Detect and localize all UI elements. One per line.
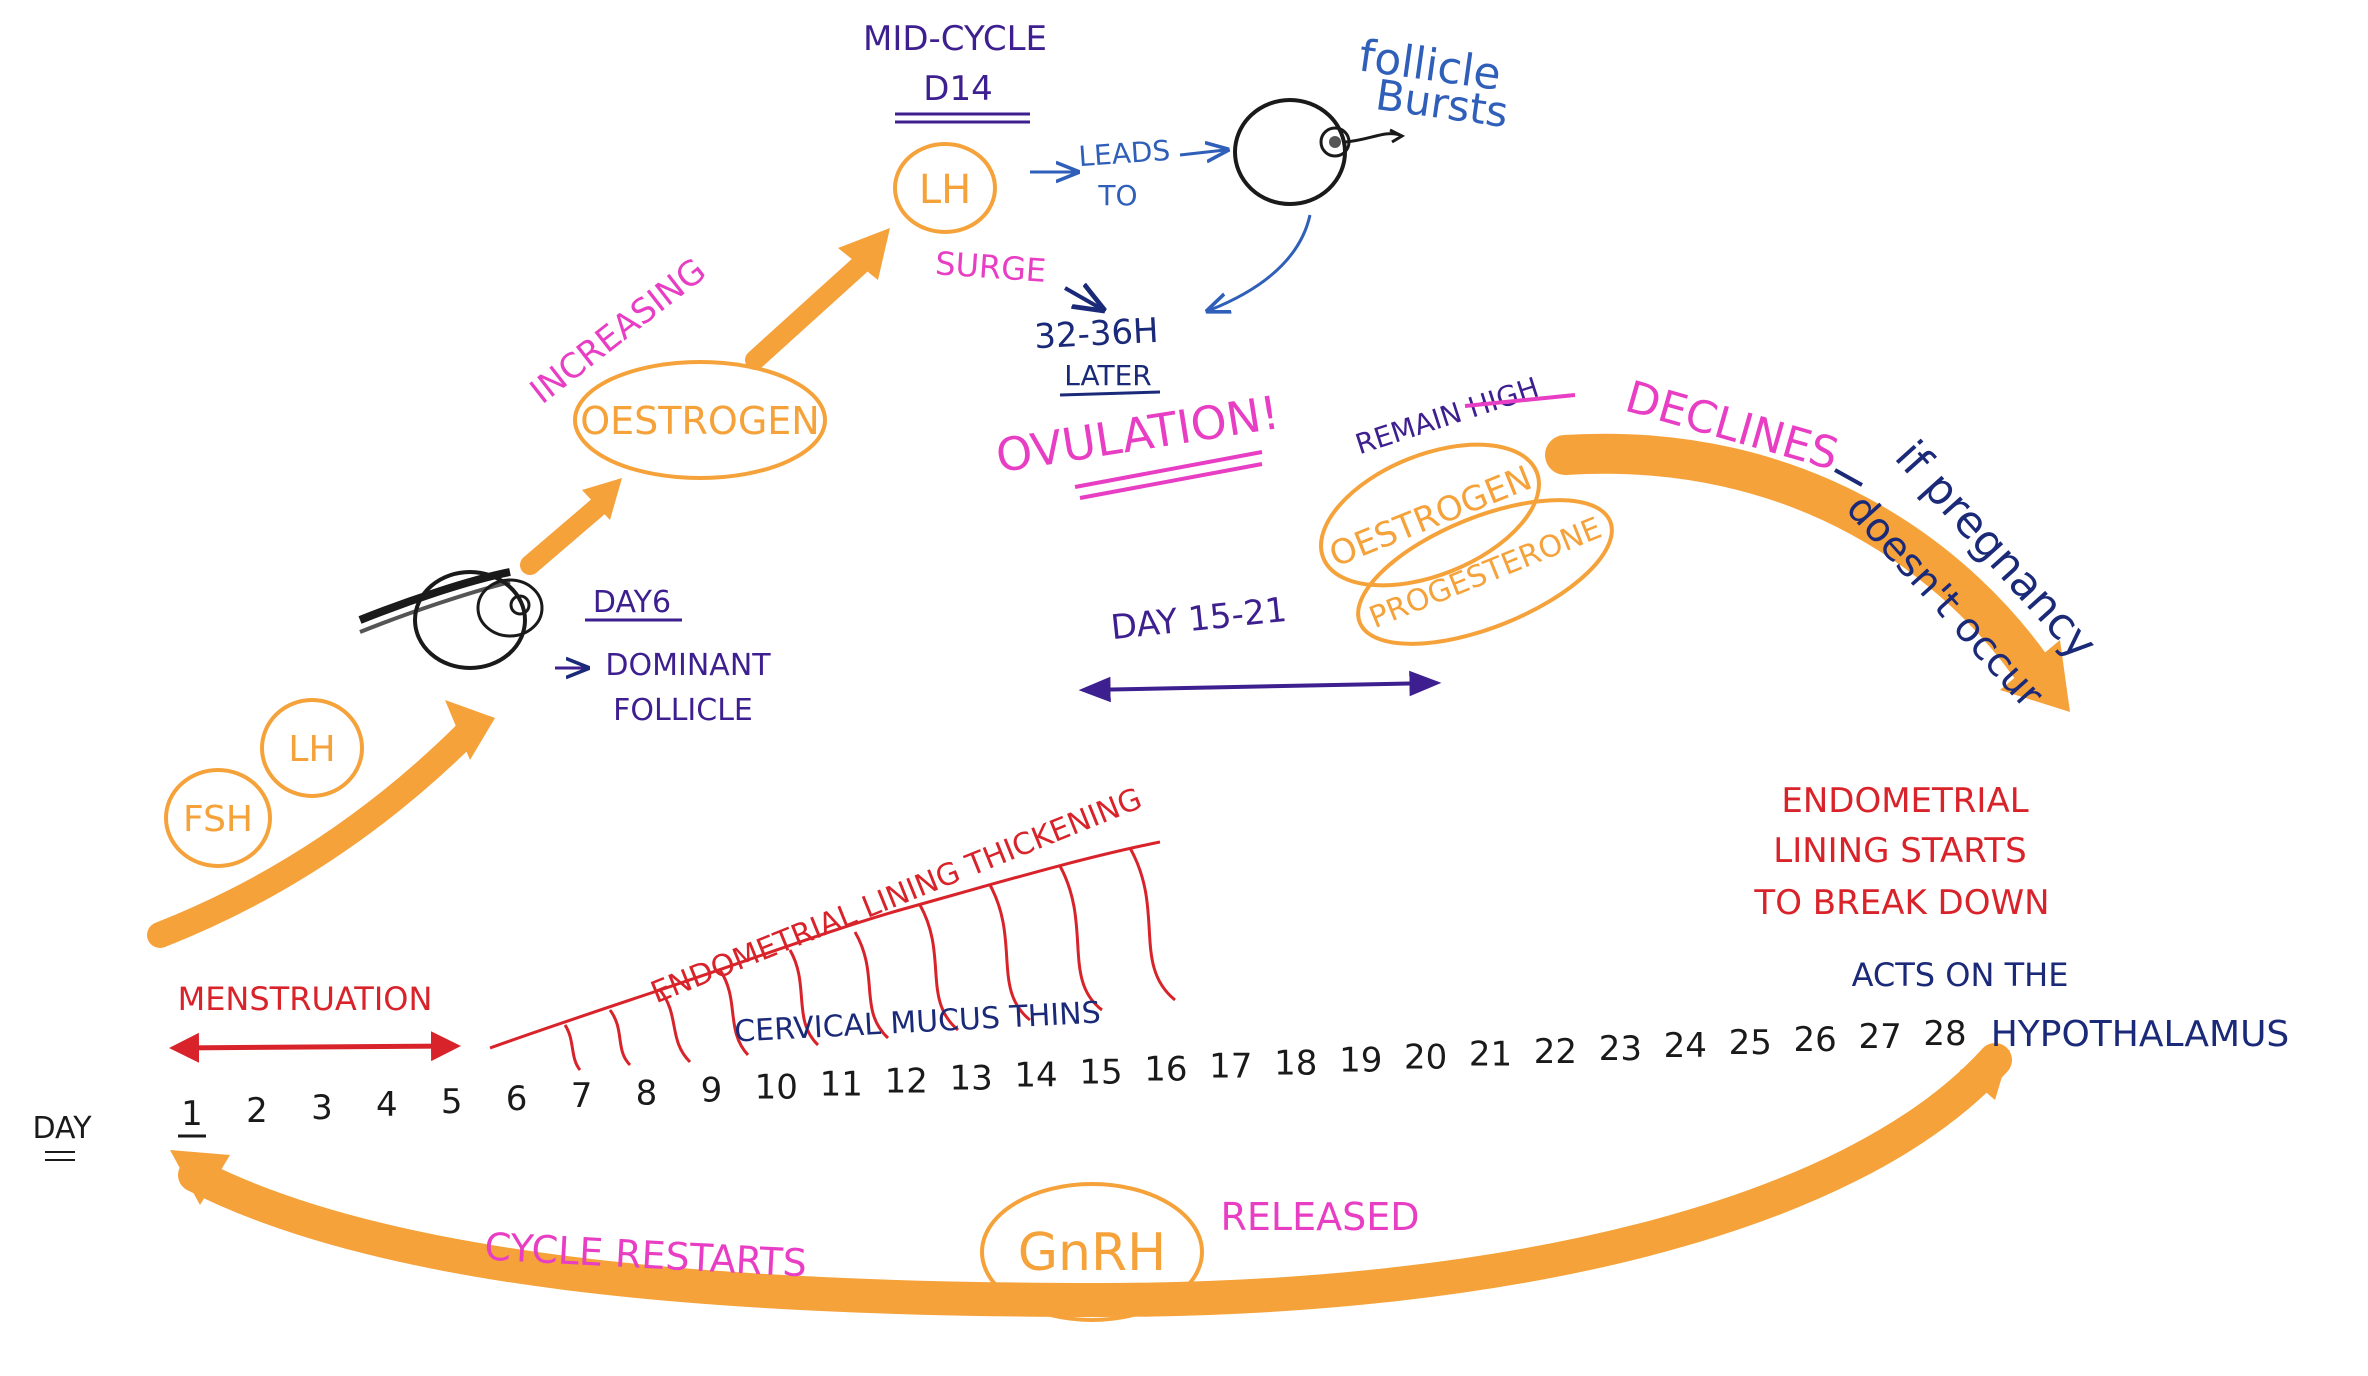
day-number-13: 13 <box>949 1058 992 1098</box>
day-number-25: 25 <box>1729 1023 1772 1063</box>
day-number-21: 21 <box>1469 1035 1512 1075</box>
day-number-17: 17 <box>1209 1047 1252 1087</box>
endo-break-3-label: TO BREAK DOWN <box>1753 883 2049 923</box>
day-number-1: 1 <box>181 1094 203 1134</box>
fsh-ellipse <box>164 768 272 868</box>
mid-cycle-label: MID-CYCLE <box>863 19 1047 59</box>
lh-left-label: LH <box>288 729 335 770</box>
day-number-18: 18 <box>1274 1044 1317 1084</box>
dominant-follicle-icon <box>358 568 544 670</box>
endometrial-lining-scribble <box>489 840 1176 1071</box>
oestrogen-to-lh-arrow <box>745 228 890 370</box>
dominant-label: DOMINANT <box>605 648 771 683</box>
d14-label: D14 <box>923 69 992 109</box>
day-number-28: 28 <box>1923 1014 1966 1054</box>
lh-top-ellipse <box>893 142 997 234</box>
day-number-7: 7 <box>571 1076 593 1116</box>
lh-left-ellipse <box>260 698 364 798</box>
menstruation-arrow <box>169 1031 461 1063</box>
oestrogen-left-ellipse <box>573 360 827 480</box>
day-number-14: 14 <box>1014 1056 1057 1096</box>
ovulation-underline-2 <box>1079 462 1263 500</box>
gnrh-ellipse <box>980 1182 1204 1322</box>
leads-label: LEADS <box>1077 134 1171 173</box>
menstruation-label: MENSTRUATION <box>178 980 433 1018</box>
acts-1-label: ACTS ON THE <box>1852 956 2069 994</box>
day-number-8: 8 <box>636 1073 658 1113</box>
day-number-19: 19 <box>1339 1041 1382 1081</box>
remain-high-underline <box>1464 393 1576 408</box>
hours-label: 32-36H <box>1033 311 1159 357</box>
fsh-lh-arrow <box>147 700 495 948</box>
lh-top-label: LH <box>919 167 971 213</box>
day-number-26: 26 <box>1793 1020 1836 1060</box>
oestrogen-left-label: OESTROGEN <box>580 399 819 443</box>
bursting-follicle-icon <box>1233 98 1406 206</box>
gnrh-label: GnRH <box>1018 1223 1166 1283</box>
day6-label: DAY6 <box>593 585 671 620</box>
surge-to-hours-arrow <box>1064 288 1100 308</box>
day-number-15: 15 <box>1079 1053 1122 1093</box>
day-number-16: 16 <box>1144 1050 1187 1090</box>
ovulation-underline <box>1074 450 1263 489</box>
day-number-12: 12 <box>885 1061 928 1101</box>
follicle-lower-label: FOLLICLE <box>613 693 753 728</box>
declines-arrow <box>1545 433 2070 712</box>
day-number-5: 5 <box>441 1082 463 1122</box>
acts-2-label: HYPOTHALAMUS <box>1991 1014 2290 1055</box>
day-axis-label: DAY <box>32 1111 92 1146</box>
endo-break-1-label: ENDOMETRIAL <box>1781 781 2028 821</box>
increasing-label: INCREASING <box>523 251 714 412</box>
to-label: TO <box>1097 179 1137 212</box>
surge-label: SURGE <box>934 244 1047 290</box>
progesterone-ellipse <box>1356 498 1614 646</box>
declines-dash <box>1834 468 1863 487</box>
day-number-6: 6 <box>506 1079 528 1119</box>
follicle-to-oestrogen-arrow <box>520 478 622 575</box>
day-number-4: 4 <box>376 1085 398 1125</box>
day-number-2: 2 <box>246 1091 268 1131</box>
oestrogen-right-ellipse <box>1319 442 1541 588</box>
day15-21-arrow <box>1078 670 1442 703</box>
fsh-label: FSH <box>183 799 253 840</box>
follicle-to-ovulation-arrow <box>1210 214 1312 310</box>
day-number-9: 9 <box>701 1070 723 1110</box>
day-number-10: 10 <box>755 1067 798 1107</box>
later-label: LATER <box>1064 359 1151 392</box>
day-number-27: 27 <box>1858 1017 1901 1057</box>
day-number-22: 22 <box>1534 1032 1577 1072</box>
endo-break-2-label: LINING STARTS <box>1773 831 2027 871</box>
day-number-3: 3 <box>311 1088 333 1128</box>
day-number-11: 11 <box>820 1064 863 1104</box>
leads-arrow <box>1179 150 1225 155</box>
later-underline <box>1059 390 1161 397</box>
day15-21-label: DAY 15-21 <box>1109 590 1289 648</box>
day-number-20: 20 <box>1404 1038 1447 1078</box>
day-number-23: 23 <box>1599 1029 1642 1069</box>
cycle-restart-arrow <box>170 1043 2012 1318</box>
released-label: RELEASED <box>1221 1195 1420 1239</box>
day-number-24: 24 <box>1664 1026 1707 1066</box>
cervical-mucus-label: CERVICAL MUCUS THINS <box>733 995 1101 1049</box>
